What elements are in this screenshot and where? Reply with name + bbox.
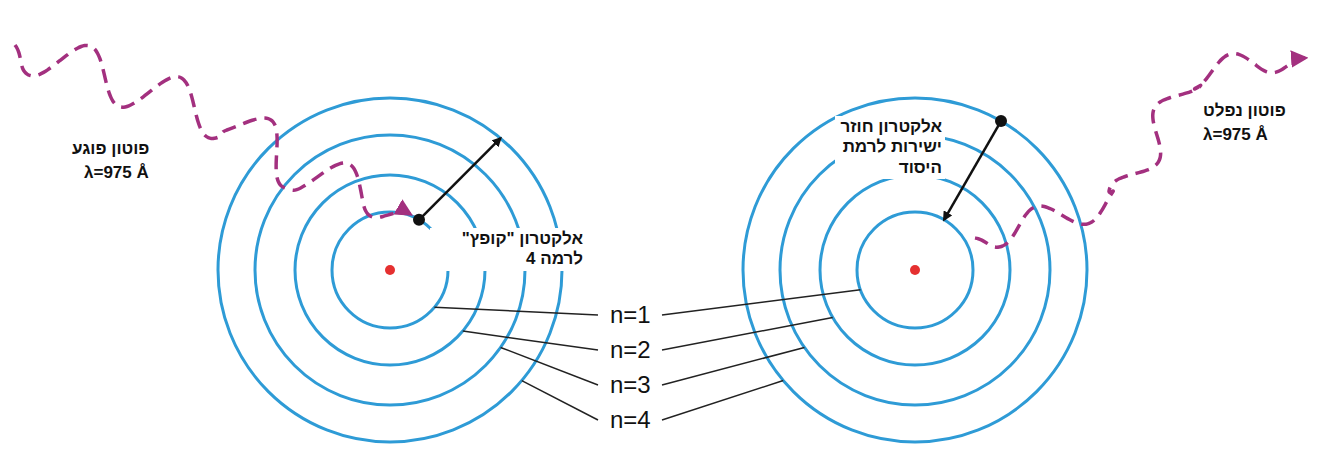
leader-line — [662, 381, 783, 420]
electron-note: אלקטרון "קופץ" לרמה 4 — [430, 228, 586, 271]
incoming-photon — [15, 45, 410, 218]
electron-note: אלקטרון חוזר ישירות לרמת היסוד — [835, 116, 945, 179]
level-label: n=3 — [606, 371, 655, 400]
leader-line — [522, 381, 598, 420]
electron — [995, 115, 1007, 127]
atom-model — [743, 98, 1087, 442]
energy-orbit — [857, 212, 973, 328]
leader-line — [662, 318, 833, 351]
nucleus — [910, 265, 920, 275]
photon-label: פוטון נפלט — [1200, 100, 1289, 122]
energy-orbit — [820, 175, 1010, 365]
wavelength-label: λ=975 Å — [81, 162, 152, 184]
emitted-photon — [975, 54, 1305, 248]
leader-line — [662, 347, 804, 385]
wavelength-label: λ=975 Å — [1200, 124, 1271, 146]
level-label: n=2 — [606, 336, 655, 365]
electron — [413, 214, 425, 226]
transition-arrow — [419, 138, 501, 220]
nucleus — [385, 265, 395, 275]
leader-line — [501, 347, 598, 385]
leader-line — [463, 331, 598, 350]
level-label: n=4 — [606, 406, 655, 435]
photon-label: פוטון פוגע — [69, 138, 152, 160]
leader-line — [434, 307, 598, 315]
transition-arrow — [944, 121, 1001, 220]
level-label: n=1 — [606, 301, 655, 330]
leader-line — [662, 290, 860, 315]
energy-orbit — [743, 98, 1087, 442]
